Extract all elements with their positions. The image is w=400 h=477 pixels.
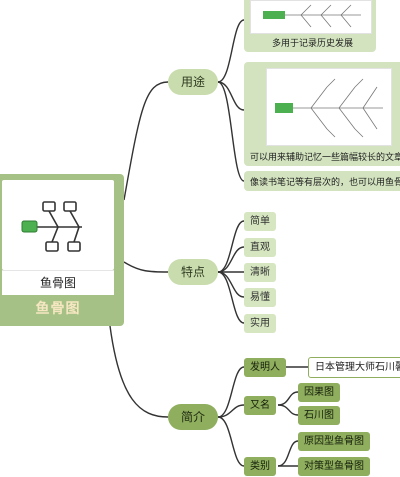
central-topic-card[interactable]: 鱼骨图 鱼骨图	[0, 174, 124, 326]
branch-features[interactable]: 特点	[168, 259, 218, 285]
fishbone-icon	[21, 201, 82, 252]
fishbone-illustration	[2, 180, 114, 270]
central-caption: 鱼骨图	[2, 270, 114, 295]
timeline-thumbnail	[250, 0, 372, 34]
intro-inventor-label[interactable]: 发明人	[244, 358, 286, 377]
feature-practical[interactable]: 实用	[244, 314, 276, 333]
intro-alias-1[interactable]: 因果图	[298, 383, 340, 402]
feature-understandable[interactable]: 易懂	[244, 288, 276, 307]
intro-alias-2[interactable]: 石川图	[298, 406, 340, 425]
branch-usage[interactable]: 用途	[168, 69, 218, 95]
intro-inventor-value[interactable]: 日本管理大师石川馨先生	[308, 357, 400, 378]
intro-alias-label[interactable]: 又名	[244, 396, 276, 415]
usage-panel-1[interactable]: 多用于记录历史发展	[244, 0, 376, 52]
connector-usage	[123, 81, 169, 201]
usage-item-1: 多用于记录历史发展	[272, 39, 354, 49]
feature-intuitive[interactable]: 直观	[244, 238, 276, 257]
intro-category-2[interactable]: 对策型鱼骨图	[298, 457, 370, 476]
usage-panel-3[interactable]: 像读书笔记等有层次的，也可以用鱼骨图	[244, 171, 400, 191]
feature-simple[interactable]: 简单	[244, 212, 276, 231]
article-thumbnail	[266, 68, 392, 146]
connector-features	[123, 261, 169, 273]
usage-panel-2[interactable]: 可以用来辅助记忆一些篇幅较长的文章等	[244, 62, 400, 166]
intro-category-1[interactable]: 原因型鱼骨图	[298, 432, 370, 451]
usage-item-3: 像读书笔记等有层次的，也可以用鱼骨图	[250, 178, 400, 188]
branch-intro[interactable]: 简介	[168, 404, 218, 430]
feature-clear[interactable]: 清晰	[244, 263, 276, 282]
central-title: 鱼骨图	[35, 301, 81, 317]
usage-item-2: 可以用来辅助记忆一些篇幅较长的文章等	[250, 153, 400, 163]
intro-category-label[interactable]: 类别	[244, 457, 276, 476]
connector-intro	[109, 325, 169, 418]
